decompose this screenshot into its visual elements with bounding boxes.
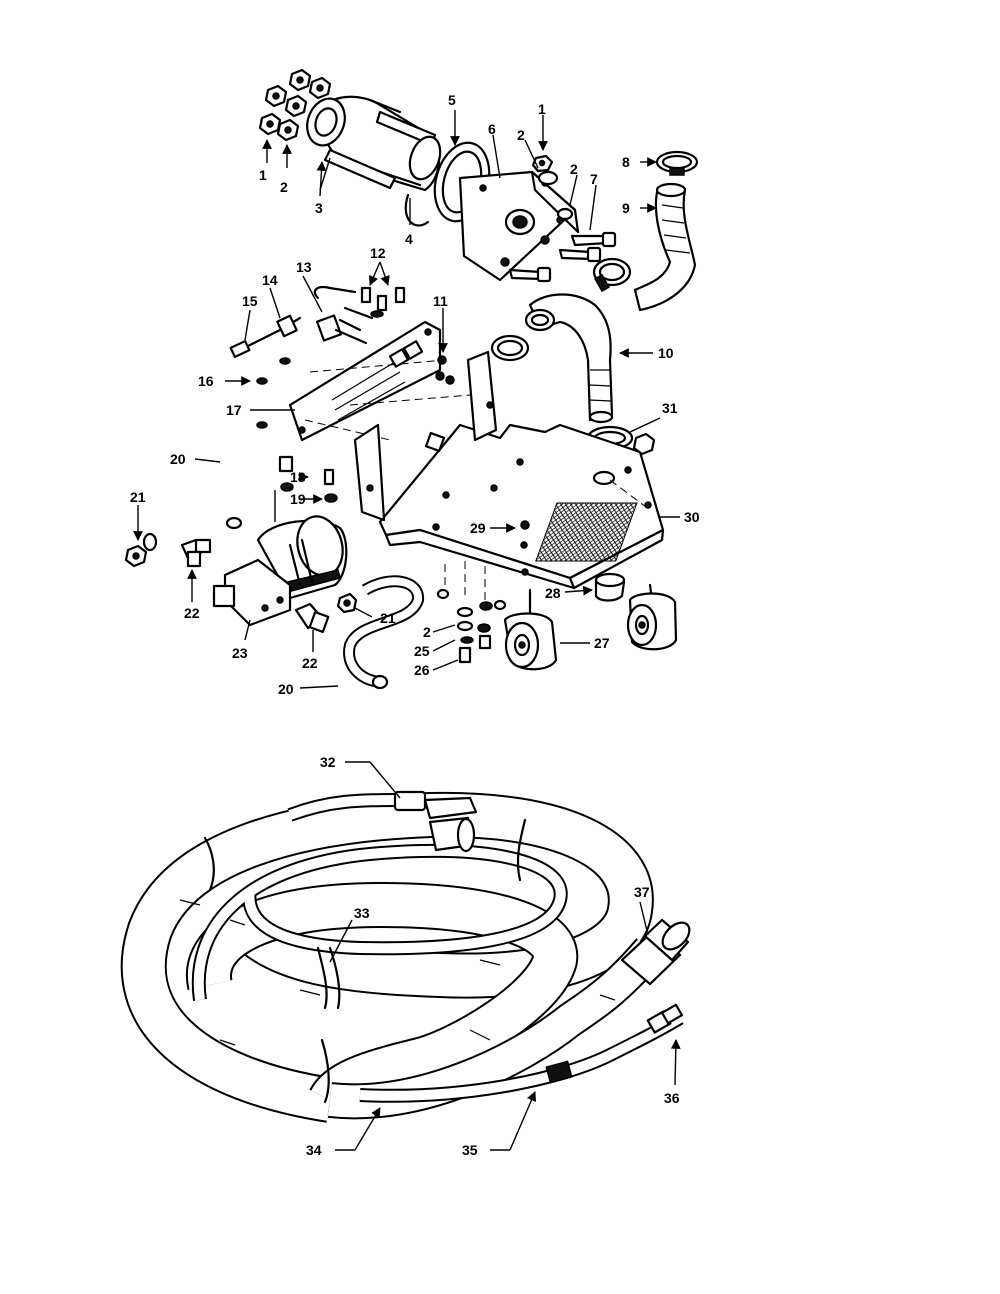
- electrical-panel: [288, 320, 442, 442]
- callout-11: 11: [433, 293, 448, 309]
- nut-pair: [531, 154, 574, 221]
- callout-34: 34: [306, 1142, 322, 1158]
- caster-left: [503, 588, 558, 671]
- callout-29: 29: [470, 520, 486, 536]
- callout-35: 35: [462, 1142, 478, 1158]
- leader-lines: [133, 110, 681, 1151]
- callout-31: 31: [662, 400, 678, 416]
- elbow-hose-10: [524, 293, 614, 424]
- switch-box: [313, 286, 374, 345]
- hose-assembly: [120, 790, 691, 1123]
- callout-22b: 22: [302, 655, 318, 671]
- callout-2c: 2: [570, 161, 578, 177]
- callout-16: 16: [198, 373, 214, 389]
- mounting-plate: [458, 170, 580, 282]
- gasket: [404, 193, 430, 227]
- callout-20b: 20: [278, 681, 294, 697]
- bolts: [508, 231, 617, 283]
- callout-25: 25: [414, 643, 430, 659]
- callout-labels: 1 2 3 4 5 6 2 1 2 7 8 9 10 11 12 13 14 1…: [130, 92, 700, 1158]
- screws-12: [360, 286, 406, 318]
- hose-clamp-8: [655, 150, 699, 176]
- callout-36: 36: [664, 1090, 680, 1106]
- callout-14: 14: [262, 272, 278, 288]
- callout-21a: 21: [130, 489, 146, 505]
- fitting-22-lower: [294, 602, 330, 634]
- mounting-bracket-left: [353, 423, 386, 522]
- callout-8: 8: [622, 154, 630, 170]
- callout-3: 3: [315, 200, 323, 216]
- tube-20-lower: [343, 575, 424, 690]
- callout-33: 33: [354, 905, 370, 921]
- callout-19: 19: [290, 491, 306, 507]
- callout-18: 18: [290, 469, 306, 485]
- callout-2b: 2: [517, 127, 525, 143]
- fitting-21-lower: [336, 592, 358, 614]
- clip: [424, 431, 446, 453]
- callout-10: 10: [658, 345, 674, 361]
- hose-clamp-small: [592, 257, 632, 293]
- nuts-11: [435, 355, 455, 385]
- callout-7: 7: [590, 171, 598, 187]
- foot: [594, 572, 626, 602]
- callout-22a: 22: [184, 605, 200, 621]
- tube-20-upper: [142, 457, 268, 552]
- callout-20a: 20: [170, 451, 186, 467]
- callout-27: 27: [594, 635, 610, 651]
- callout-32: 32: [320, 754, 336, 770]
- callout-30: 30: [684, 509, 700, 525]
- callout-4: 4: [405, 231, 413, 247]
- callout-1a: 1: [259, 167, 267, 183]
- callout-5: 5: [448, 92, 456, 108]
- callout-23: 23: [232, 645, 248, 661]
- screws-18-19: [278, 455, 338, 503]
- mounting-bracket-back: [466, 350, 498, 442]
- callout-2d: 2: [423, 624, 431, 640]
- callout-2a: 2: [280, 179, 288, 195]
- callout-12: 12: [370, 245, 386, 261]
- base-plate: [378, 423, 665, 590]
- nut-group: [258, 68, 332, 142]
- callout-17: 17: [226, 402, 242, 418]
- callout-21b: 21: [380, 610, 396, 626]
- callout-1b: 1: [538, 101, 546, 117]
- pump-motor: [212, 490, 348, 627]
- callout-26: 26: [414, 662, 430, 678]
- callout-37: 37: [634, 884, 650, 900]
- callout-13: 13: [296, 259, 312, 275]
- callout-6: 6: [488, 121, 496, 137]
- screws-16: [256, 357, 291, 429]
- fastener-stack: [436, 588, 507, 664]
- caster-right: [626, 583, 678, 651]
- hose-clamp-near-10: [490, 334, 530, 362]
- power-cord: [229, 314, 302, 359]
- fittings-left: [124, 538, 212, 568]
- callout-28: 28: [545, 585, 561, 601]
- vacuum-motor-housing: [306, 95, 442, 192]
- callout-9: 9: [622, 200, 630, 216]
- elbow-hose-9: [633, 182, 697, 312]
- callout-15: 15: [242, 293, 258, 309]
- nut-31-side: [632, 432, 656, 456]
